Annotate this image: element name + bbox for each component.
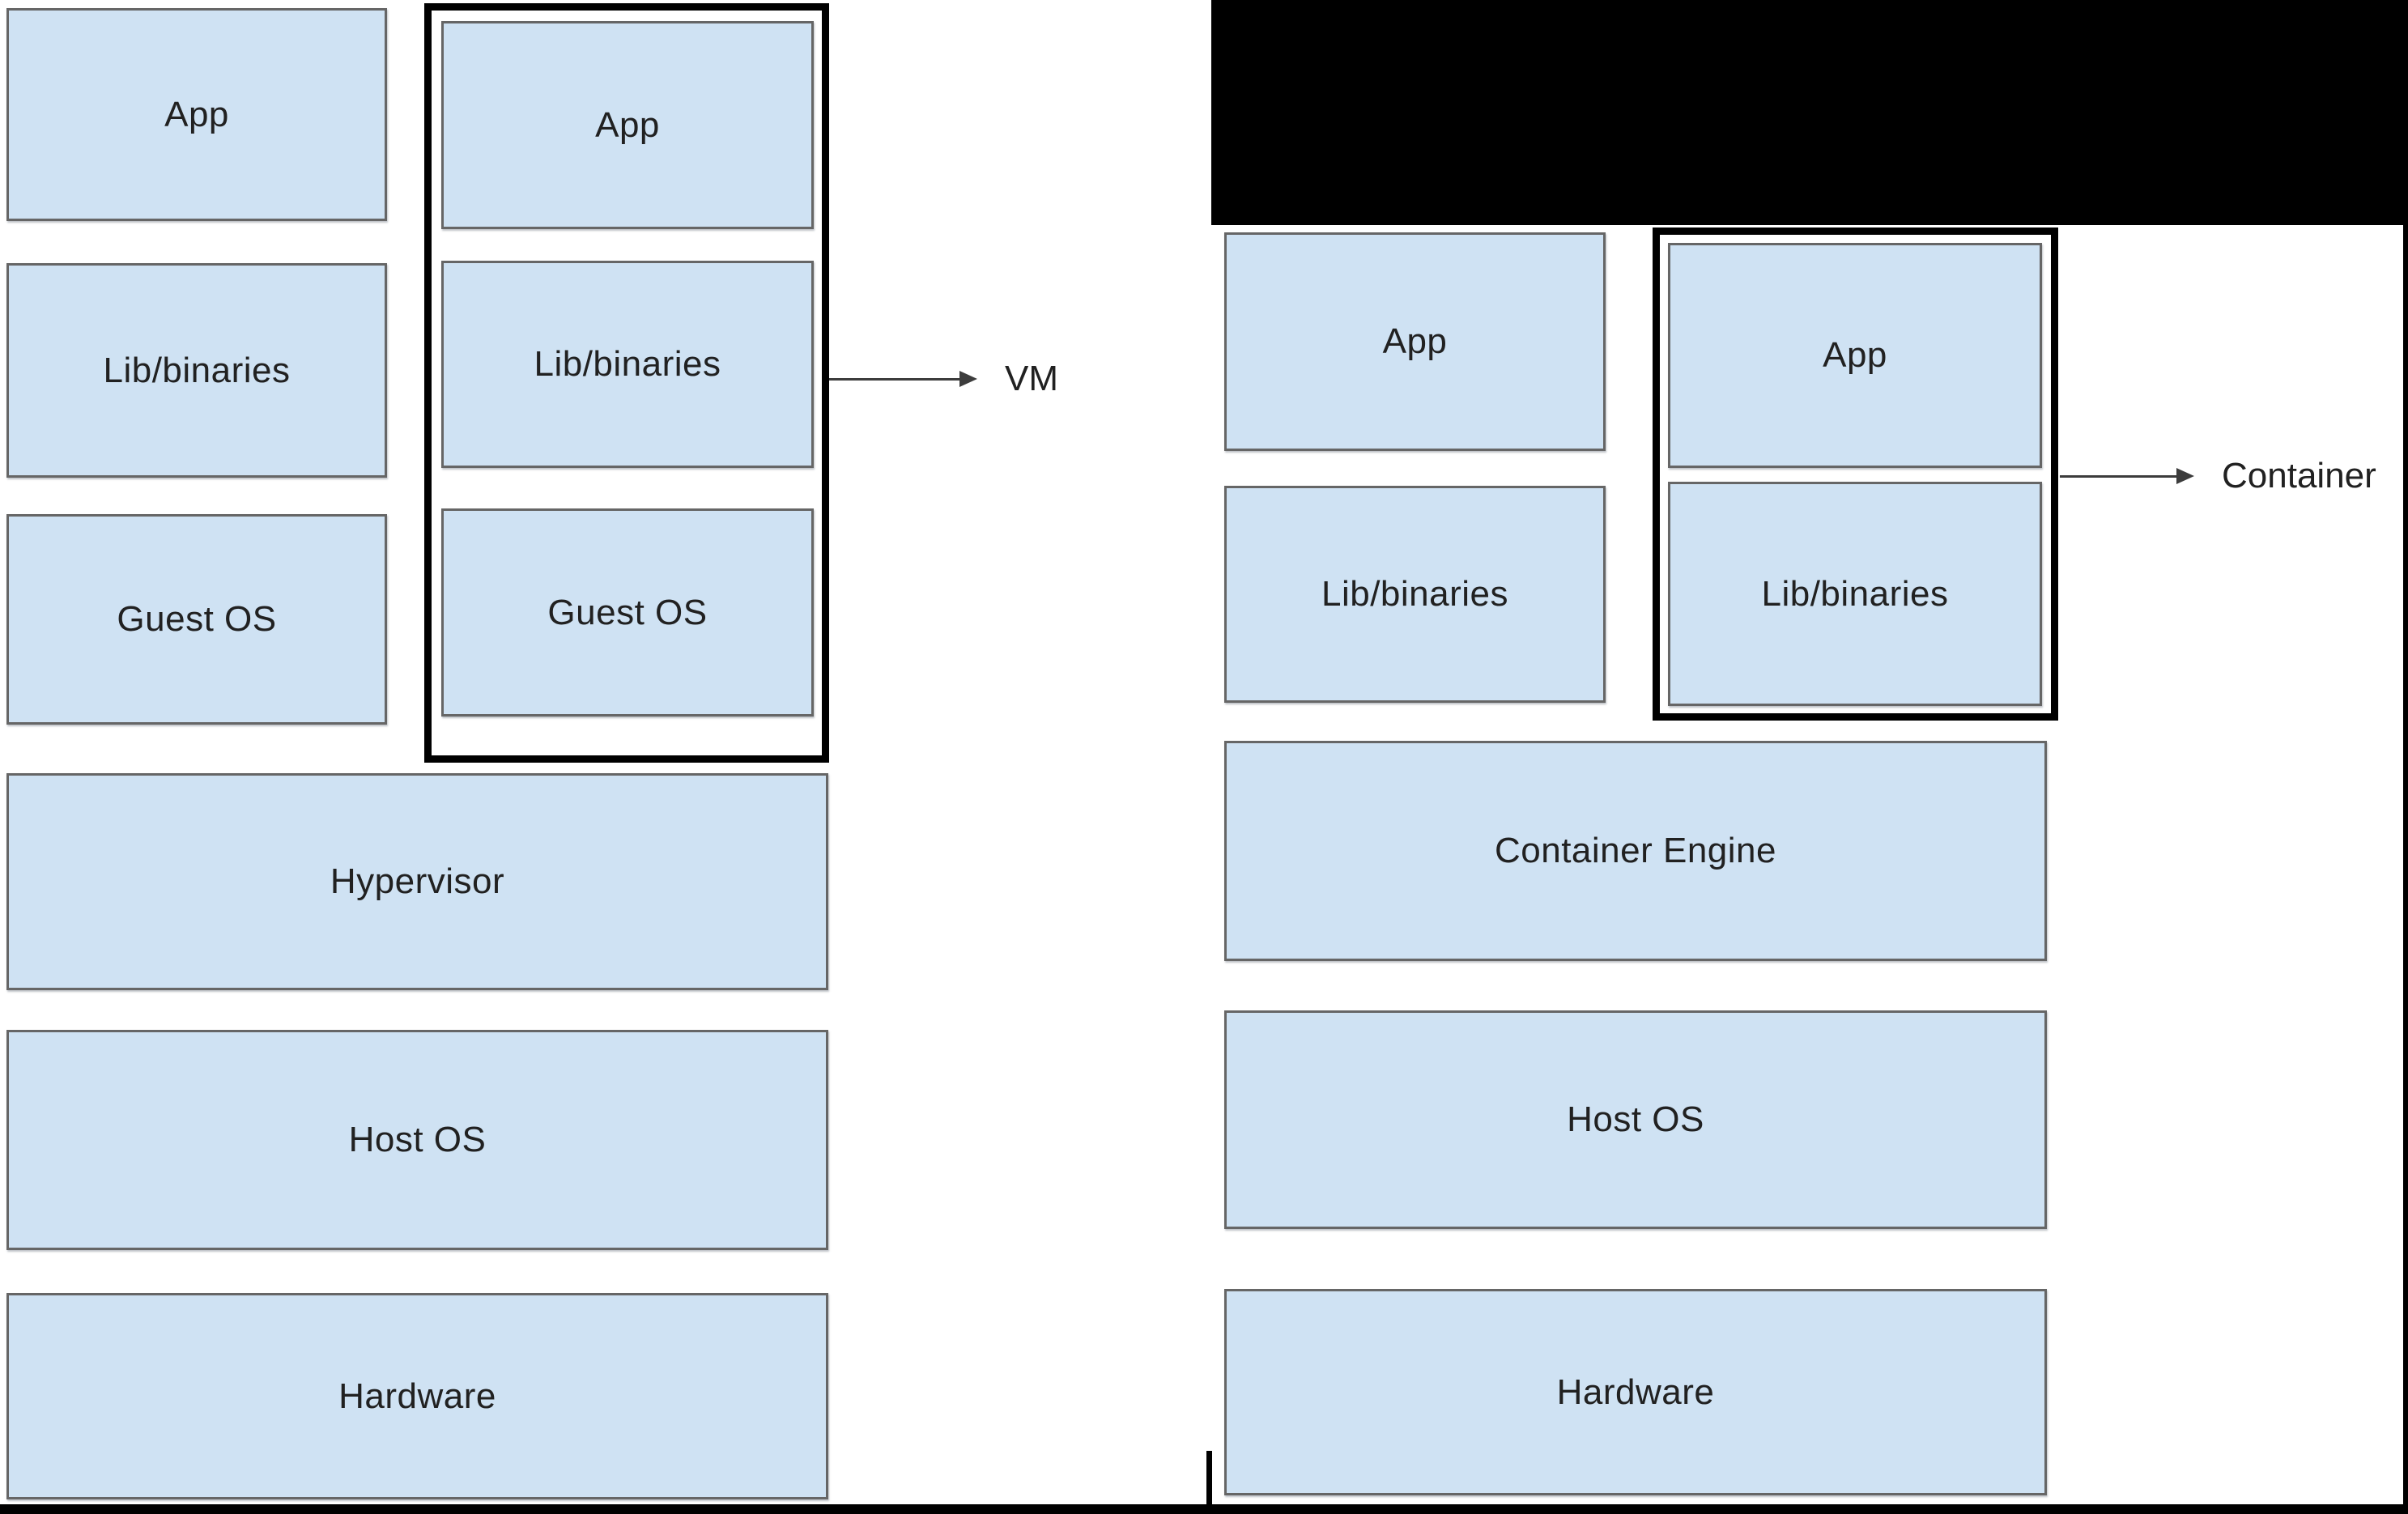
container-col2-app-box: App (1668, 243, 2042, 468)
redaction-box (1211, 0, 2408, 225)
container-arrow-line (2060, 474, 2176, 478)
container-callout: Container (2060, 456, 2376, 495)
vm-arrow-line (829, 377, 959, 381)
vm-col1-app-box: App (6, 8, 387, 221)
container-col1-lib-binaries-box: Lib/binaries (1224, 486, 1606, 703)
container-engine-box: Container Engine (1224, 741, 2047, 961)
vm-label: VM (1005, 359, 1058, 398)
vm-col1-lib-binaries-box: Lib/binaries (6, 263, 387, 478)
vm-host-os-box: Host OS (6, 1030, 828, 1250)
container-col2-lib-binaries-box: Lib/binaries (1668, 482, 2042, 706)
container-label: Container (2222, 456, 2376, 495)
hypervisor-box: Hypervisor (6, 773, 828, 990)
container-host-os-box: Host OS (1224, 1010, 2047, 1229)
container-highlight-outline (1653, 228, 2058, 721)
vm-callout: VM (829, 359, 1058, 398)
vm-arrow-head-icon (959, 371, 977, 387)
vm-col1-guest-os-box: Guest OS (6, 514, 387, 725)
vm-hardware-box: Hardware (6, 1293, 828, 1499)
vm-col2-app-box: App (441, 21, 814, 229)
container-col1-app-box: App (1224, 232, 1606, 451)
vm-col2-guest-os-box: Guest OS (441, 508, 814, 717)
bottom-border-bar (0, 1504, 2408, 1514)
text-cursor (1206, 1451, 1212, 1508)
container-hardware-box: Hardware (1224, 1289, 2047, 1495)
vm-col2-lib-binaries-box: Lib/binaries (441, 261, 814, 468)
container-arrow-head-icon (2176, 468, 2194, 484)
right-border-bar (2403, 0, 2408, 1514)
vm-highlight-outline (424, 3, 829, 763)
